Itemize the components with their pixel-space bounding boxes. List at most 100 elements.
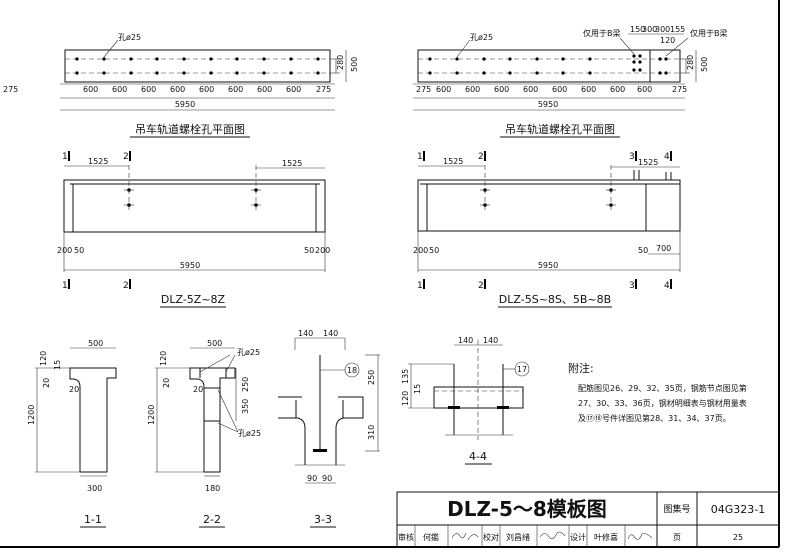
dim-15: 15 xyxy=(413,384,422,394)
dim-total: 5950 xyxy=(175,100,195,109)
section-mark-4-top: 4 xyxy=(664,152,670,162)
seg: 600 xyxy=(228,85,243,94)
plan-view-right: 孔ø25 仅用于B梁 仅用于B梁 150 300 300 155 120 280… xyxy=(413,25,728,138)
dim-1200: 1200 xyxy=(27,405,36,425)
dim-20-b: 20 xyxy=(193,385,203,394)
seg: 600 xyxy=(141,85,156,94)
dim: 300 xyxy=(655,25,670,34)
callout-circle xyxy=(514,361,530,377)
dim-140-a: 140 xyxy=(458,336,473,345)
dim-90-b: 90 xyxy=(322,474,332,483)
view-title: 吊车轨道螺栓孔平面图 xyxy=(135,122,245,136)
section-title: 3-3 xyxy=(314,513,332,526)
title-block: DLZ-5～8模板图 图集号 04G323-1 审核 何鑑 校对 刘昌绪 设计 … xyxy=(396,491,780,548)
dim-20-a: 20 xyxy=(162,378,171,388)
page-number: 25 xyxy=(733,533,743,542)
section-outline xyxy=(278,396,364,465)
beam-outline xyxy=(64,49,331,83)
checker-name: 刘昌绪 xyxy=(506,532,530,542)
dim-20-a: 20 xyxy=(42,378,51,388)
seg: 600 xyxy=(199,85,214,94)
dim-90-a: 90 xyxy=(307,474,317,483)
dim-1525-right: 1525 xyxy=(638,158,658,167)
view-title: DLZ-5S~8S、5B~8B xyxy=(499,293,611,306)
seg: 600 xyxy=(465,85,480,94)
seg: 600 xyxy=(494,85,509,94)
beam-outline xyxy=(417,49,681,83)
review-label: 审核 xyxy=(398,532,414,542)
bolt-callout: 18 xyxy=(347,366,357,375)
section-mark-3-bottom: 3 xyxy=(629,281,635,291)
beam-elevation xyxy=(63,179,326,233)
hole-label: 孔ø25 xyxy=(118,33,141,42)
dim-200-right: 200 xyxy=(315,246,330,255)
designer-signature xyxy=(627,533,653,540)
view-title: 吊车轨道螺栓孔平面图 xyxy=(505,122,615,136)
section-title: 1-1 xyxy=(84,513,102,526)
t-section xyxy=(69,367,117,473)
dim-200-left: 200 xyxy=(57,246,72,255)
bolt-holes xyxy=(428,54,668,75)
dim-50-left: 50 xyxy=(429,246,439,255)
dim-1525-right: 1525 xyxy=(282,159,302,168)
section-1-1: 500 1200 120 15 20 20 300 1-1 xyxy=(27,339,117,528)
dim-140-b: 140 xyxy=(323,329,338,338)
reviewer-name: 何鑑 xyxy=(423,532,439,542)
section-title: 4-4 xyxy=(469,450,487,463)
section-2-2: 500 孔ø25 孔ø25 1200 120 20 20 250 350 180… xyxy=(147,339,261,528)
dim-120: 120 xyxy=(39,351,48,366)
reviewer-signature xyxy=(451,532,479,541)
dim-350: 350 xyxy=(241,399,250,414)
top-dims: 150 300 300 155 120 xyxy=(630,25,685,45)
bolt-holes xyxy=(75,57,320,75)
dim-120: 120 xyxy=(660,36,675,45)
dim-15: 15 xyxy=(53,360,62,370)
section-title: 2-2 xyxy=(203,513,221,526)
dim-total: 5950 xyxy=(538,100,558,109)
dim-1200: 1200 xyxy=(147,405,156,425)
seg: 600 xyxy=(257,85,272,94)
notes-line: 及⑰⑱号件详图见第28、31、34、37页。 xyxy=(578,413,731,423)
seg: 275 xyxy=(416,85,431,94)
dim-120: 120 xyxy=(159,351,168,366)
seg: 600 xyxy=(637,85,652,94)
hole-label-bottom: 孔ø25 xyxy=(238,429,261,438)
dim-1525-left: 1525 xyxy=(88,157,108,166)
seg: 600 xyxy=(286,85,301,94)
dim: 300 xyxy=(642,25,657,34)
drawing-title: DLZ-5～8模板图 xyxy=(447,497,607,521)
dim-250: 250 xyxy=(367,370,376,385)
atlas-label: 图集号 xyxy=(663,503,690,515)
design-label: 设计 xyxy=(570,532,586,542)
dim-50-right: 50 xyxy=(638,246,648,255)
atlas-number: 04G323-1 xyxy=(711,503,765,516)
section-mark-1-top: 1 xyxy=(62,152,68,162)
dim-120: 120 xyxy=(401,391,410,406)
elevation-right: 1 2 3 4 1525 1525 200 50 50 700 5950 1 2… xyxy=(413,151,681,308)
dim-total: 5950 xyxy=(180,261,200,270)
section-mark-2-bottom: 2 xyxy=(478,281,484,291)
section-mark-3-top: 3 xyxy=(629,152,635,162)
plan-view-left: 孔ø25 280 500 275 600 600 600 600 600 600… xyxy=(3,33,359,138)
dim-500: 500 xyxy=(700,57,709,72)
check-label: 校对 xyxy=(483,532,499,542)
dim-280: 280 xyxy=(686,55,695,70)
segment-dims: 275 600 600 600 600 600 600 600 600 600 … xyxy=(3,85,331,94)
section-mark-1-bottom: 1 xyxy=(62,281,68,291)
dim: 155 xyxy=(670,25,685,34)
section-4-4: 140 140 17 135 15 120 4-4 xyxy=(401,336,530,465)
dim-50-left: 50 xyxy=(74,246,84,255)
checker-signature xyxy=(539,531,566,540)
section-mark-2-bottom: 2 xyxy=(123,281,129,291)
b-only-label-left: 仅用于B梁 xyxy=(583,28,621,38)
seg: 600 xyxy=(170,85,185,94)
elevation-left: 1 2 1525 1525 200 50 50 200 5950 1 2 DLZ… xyxy=(57,151,330,308)
dim: 150 xyxy=(630,25,645,34)
dim-280: 280 xyxy=(336,55,345,70)
beam-elevation xyxy=(417,179,681,232)
dim-180: 180 xyxy=(205,484,220,493)
seg: 275 xyxy=(3,85,18,94)
dim-total: 5950 xyxy=(538,261,558,270)
section-mark-2-top: 2 xyxy=(123,152,129,162)
segment-dims: 275 600 600 600 600 600 600 600 600 600 … xyxy=(416,85,687,94)
